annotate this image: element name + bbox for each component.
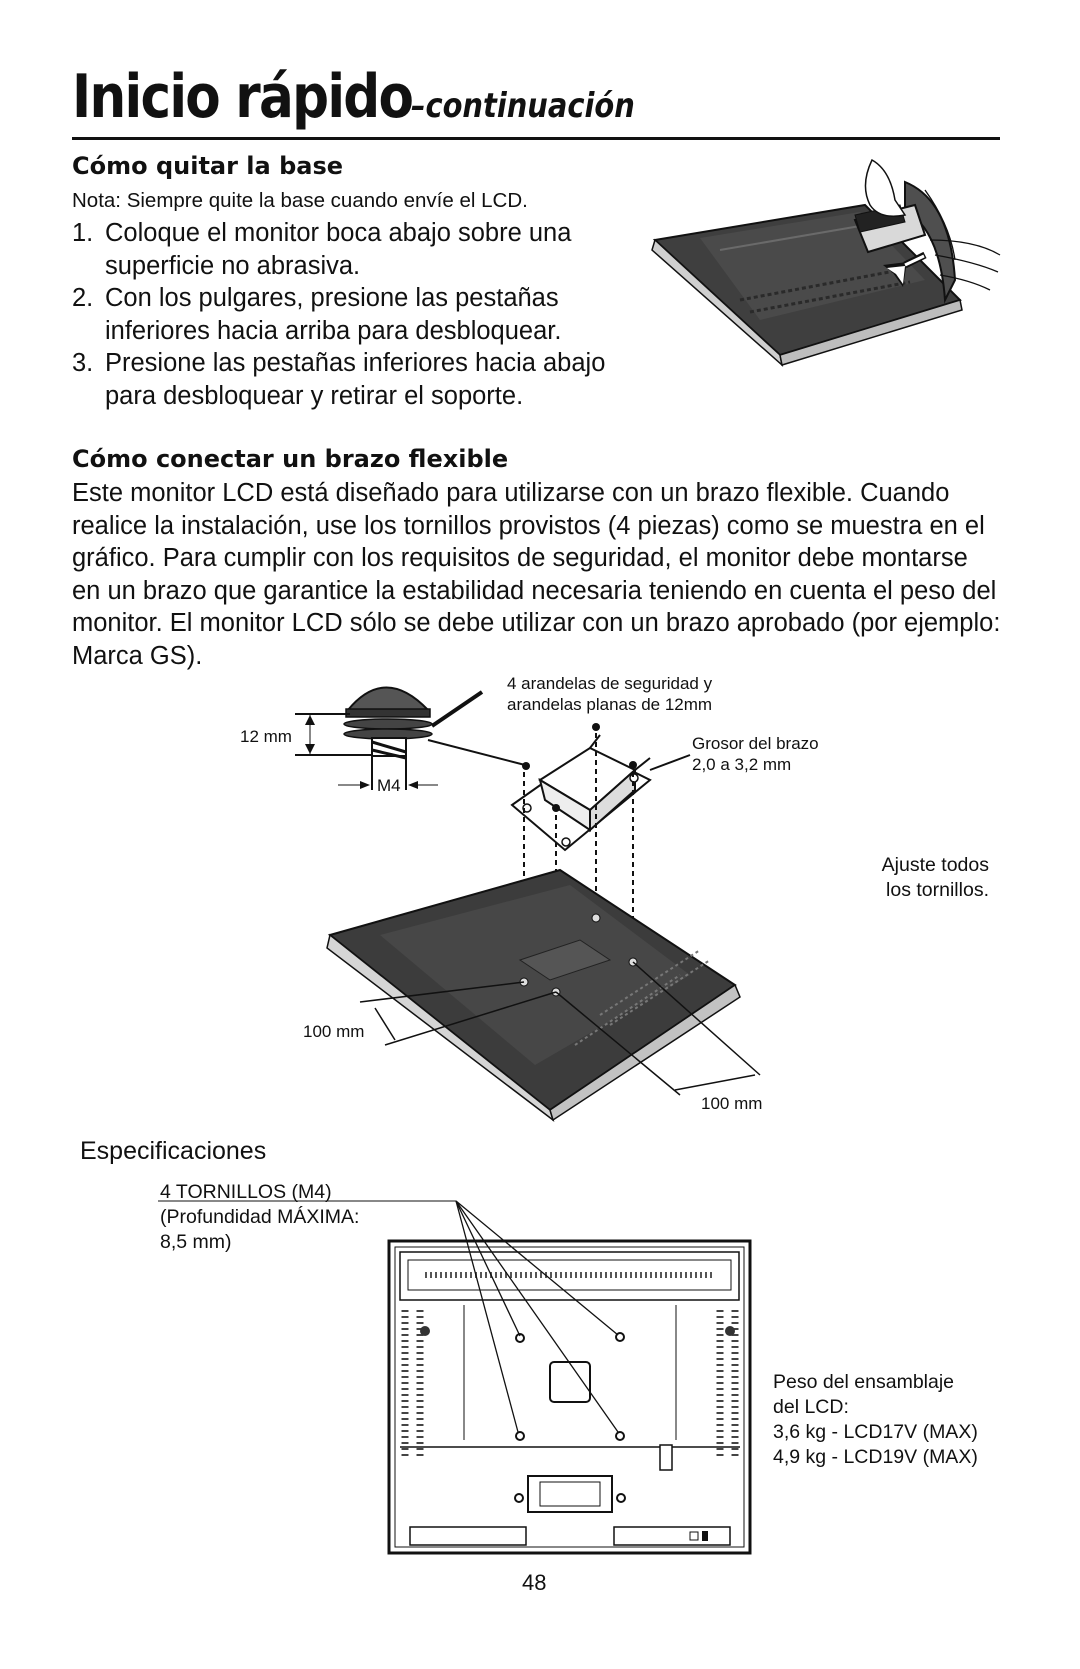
page-title: Inicio rápido [72,62,414,132]
tighten-line: los tornillos. [886,879,989,901]
washers-label-line: 4 arandelas de seguridad y [507,674,713,693]
hand-illustration [864,158,1001,291]
dim-12mm-label: 12 mm [240,727,292,746]
specs-heading: Especificaciones [80,1137,267,1165]
washers-label: 4 arandelas de seguridad y arandelas pla… [507,673,712,715]
page-subtitle: –continuación [410,86,635,126]
tighten-line: Ajuste todos [881,854,989,876]
weight-spec-label: Peso del ensamblaje del LCD: 3,6 kg - LC… [773,1370,978,1470]
step-item: 2. Con los pulgares, presione las pestaña… [72,282,632,348]
weight-spec-line: del LCD: [773,1396,849,1418]
dimension-lines [359,961,761,1096]
step-item: 1. Coloque el monitor boca abajo sobre un… [72,217,632,283]
step-number: 2. [72,284,94,312]
page-number: 48 [522,1570,547,1595]
screws-spec-label: 4 TORNILLOS (M4) (Profundidad MÁXIMA: 8,… [160,1180,359,1255]
step-number: 1. [72,219,94,247]
washers-label-line: arandelas planas de 12mm [507,695,713,714]
weight-spec-line: 4,9 kg - LCD19V (MAX) [773,1446,978,1468]
mount-screw-icon [522,723,637,812]
arm-thickness-line: Grosor del brazo [692,734,819,753]
tighten-screws-label: Ajuste todos los tornillos. [877,853,989,903]
m4-label: M4 [377,776,401,795]
step-item: 3. Presione las pestañas inferiores hacia… [72,347,632,413]
weight-spec-line: Peso del ensamblaje [773,1371,955,1393]
screw-detail-icon [295,686,484,790]
dim-100mm-left-label: 100 mm [303,1022,365,1041]
step-text: Coloque el monitor boca abajo sobre una … [105,219,572,280]
step-number: 3. [72,349,94,377]
screws-spec-line: (Profundidad MÁXIMA: [160,1206,360,1228]
weight-spec-line: 3,6 kg - LCD17V (MAX) [773,1421,978,1443]
arm-thickness-label: Grosor del brazo 2,0 a 3,2 mm [692,733,819,775]
remove-base-note: Nota: Siempre quite la base cuando envíe… [72,189,528,212]
arm-bracket-icon [427,734,691,852]
remove-base-heading: Cómo quitar la base [72,152,344,180]
flex-arm-heading: Cómo conectar un brazo flexible [72,445,509,473]
screws-spec-line: 4 TORNILLOS (M4) [160,1181,332,1203]
push-arrow-icon [883,251,927,287]
monitor-back-3d-illustration [326,868,741,1122]
dim-100mm-right-label: 100 mm [701,1094,763,1113]
title-divider [72,137,1000,140]
arm-thickness-line: 2,0 a 3,2 mm [692,755,792,774]
screws-spec-line: 8,5 mm) [160,1231,232,1253]
monitor-rear-outline [387,1239,752,1555]
page-title-block: Inicio rápido –continuación [72,62,674,132]
step-text: Con los pulgares, presione las pestañas … [105,284,562,345]
flex-arm-paragraph: Este monitor LCD está diseñado para util… [72,479,1001,670]
step-text: Presione las pestañas inferiores hacia a… [105,349,606,410]
screw-pointer-lines [455,1200,619,1433]
